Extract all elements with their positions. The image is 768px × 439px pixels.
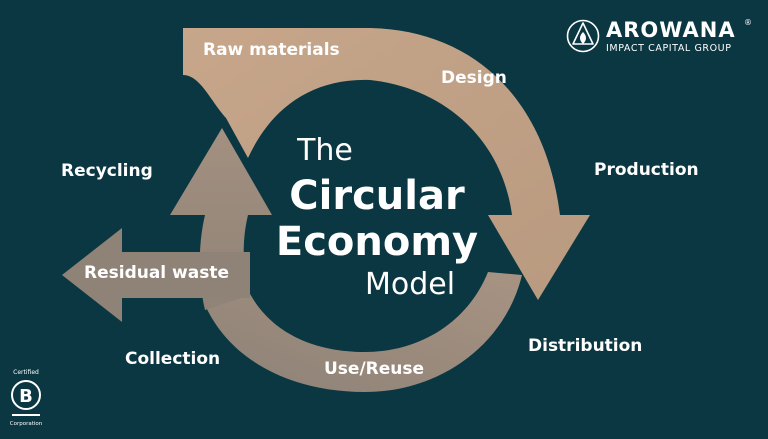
stage-label-distribution: Distribution [528,336,643,356]
arowana-logo: AROWANA ® IMPACT CAPITAL GROUP [566,18,756,58]
center-title-line-the: The [297,133,353,168]
stage-label-raw-materials: Raw materials [203,40,340,60]
center-title-line-circular: Circular [289,173,465,219]
registered-mark: ® [744,18,752,27]
b-corp-icon: B [11,380,41,416]
stage-label-residual-waste: Residual waste [84,263,230,283]
stage-label-use-reuse: Use/Reuse [324,359,425,379]
bcorp-certified-text: Certified [13,369,39,376]
stage-label-collection: Collection [125,349,221,369]
bcorp-letter: B [19,386,33,407]
company-tagline: IMPACT CAPITAL GROUP [606,43,732,54]
bcorp-corporation-text: Corporation [9,421,43,427]
center-title-line-economy: Economy [275,219,479,265]
certified-b-corp-badge: Certified B Corporation [6,370,46,432]
arowana-emblem-icon [566,19,600,53]
arrow-raw-materials-to-distribution [183,28,590,300]
stage-label-recycling: Recycling [61,161,153,181]
arrow-distribution-to-collection [205,272,522,392]
center-title-line-model: Model [364,267,456,302]
company-name: AROWANA [606,18,736,42]
arrow-collection-to-recycling [170,128,272,310]
stage-label-design: Design [441,68,507,88]
stage-label-production: Production [594,160,699,180]
arrow-residual-waste [62,228,250,322]
